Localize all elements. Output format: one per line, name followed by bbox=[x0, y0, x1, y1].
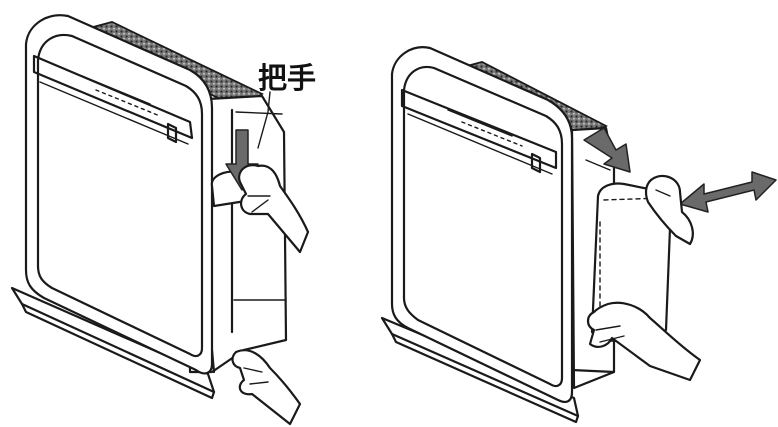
left-step-illustration bbox=[10, 14, 310, 426]
double-arrow-icon bbox=[679, 171, 777, 213]
right-step-illustration bbox=[380, 46, 777, 424]
handle-label: 把手 bbox=[258, 61, 316, 95]
diagonal-arrow-icon bbox=[583, 127, 631, 173]
handle-callout: 把手 bbox=[257, 61, 316, 149]
handle-leader-line bbox=[257, 91, 271, 149]
